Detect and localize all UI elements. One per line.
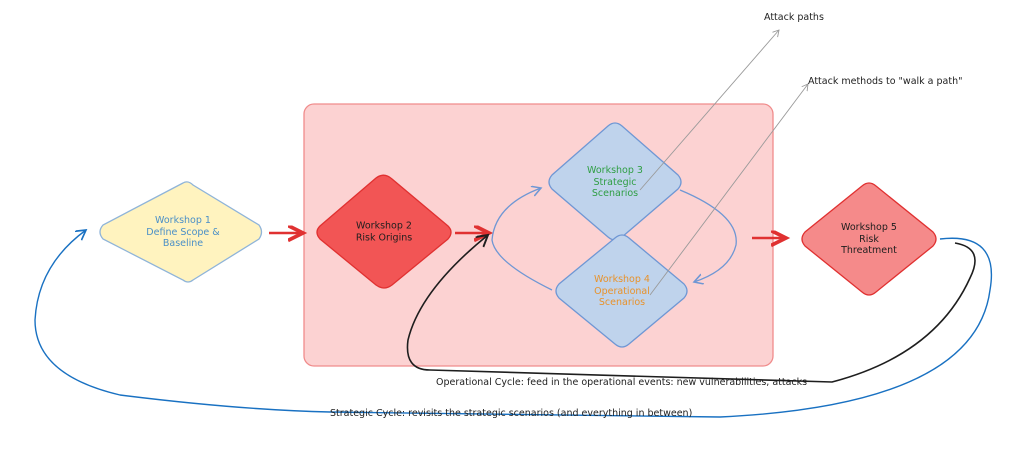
workshop-3-label: Workshop 3 Strategic Scenarios: [587, 165, 643, 200]
workshop-1-line-2: Define Scope &: [146, 226, 220, 238]
attack-paths-note: Attack paths: [764, 12, 824, 23]
workshop-5-line-3: Threatment: [841, 244, 897, 256]
workshop-5-diamond: [801, 182, 937, 296]
loop-arrow-to-workshop-4: [679, 189, 737, 282]
operational-cycle-note: Operational Cycle: feed in the operation…: [436, 377, 808, 388]
workshop-5-label: Workshop 5 Risk Threatment: [841, 222, 897, 257]
workshop-1-diamond: [99, 181, 263, 283]
workshop-3-line-1: Workshop 3: [587, 164, 643, 176]
operational-cycle-arrow: [406, 235, 976, 383]
workshop-3-line-2: Strategic: [593, 176, 637, 188]
workshop-2-label: Workshop 2 Risk Origins: [356, 221, 412, 244]
workshop-4-line-2: Operational: [594, 285, 650, 297]
workshop-4-line-1: Workshop 4: [594, 273, 650, 285]
workshop-2-diamond: [316, 174, 452, 289]
strategic-cycle-note: Strategic Cycle: revisits the strategic …: [330, 408, 693, 419]
strategic-cycle-arrow: [34, 230, 993, 418]
workshop-1-label: Workshop 1 Define Scope & Baseline: [146, 215, 219, 250]
workshop-5-line-1: Workshop 5: [841, 221, 897, 233]
workshop-3-line-3: Scenarios: [591, 187, 639, 199]
workshop-5-line-2: Risk: [859, 233, 879, 245]
attack-methods-pointer: [649, 84, 808, 296]
workshop-1-line-3: Baseline: [162, 237, 204, 249]
workshop-2-line-2: Risk Origins: [355, 232, 413, 243]
attack-paths-pointer: [639, 30, 779, 191]
workshop-4-diamond: [555, 234, 688, 348]
attack-methods-note: Attack methods to "walk a path": [808, 76, 963, 87]
loop-arrow-to-workshop-3: [491, 188, 553, 291]
workshop-4-label: Workshop 4 Operational Scenarios: [594, 274, 650, 309]
workshop-2-line-1: Workshop 2: [356, 220, 412, 232]
workshop-1-line-1: Workshop 1: [155, 214, 211, 226]
workshop-4-line-3: Scenarios: [598, 296, 646, 308]
